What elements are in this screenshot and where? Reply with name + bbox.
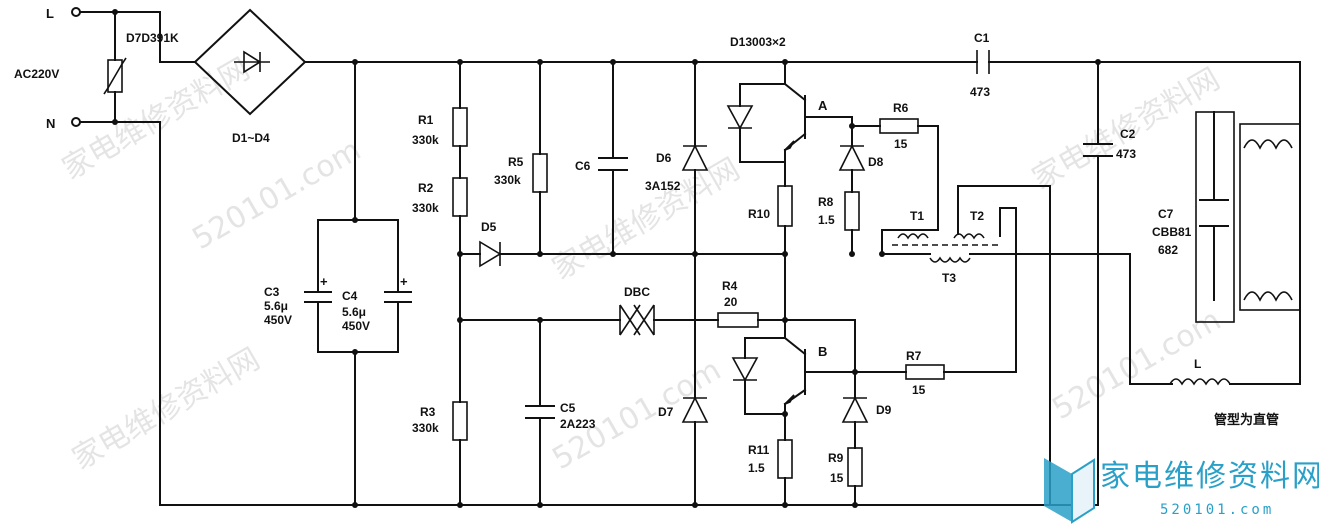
terminal-n [71, 117, 81, 127]
bridge-rectifier: D1~D4 [114, 8, 1099, 506]
d5-name: D5 [481, 220, 497, 234]
terminal-n-label: N [46, 116, 55, 131]
t2-name: T2 [970, 209, 984, 223]
c6-name: C6 [575, 159, 591, 173]
t3-name: T3 [942, 271, 956, 285]
c4-name: C4 [342, 289, 358, 303]
r1-value: 330k [412, 133, 439, 147]
r3-value: 330k [412, 421, 439, 435]
r3-name: R3 [420, 405, 436, 419]
watermark-layer: 家电维修资料网 520101.com 家电维修资料网 家电维修资料网 52010… [57, 52, 1227, 477]
c4-voltage: 450V [342, 319, 370, 333]
r4-name: R4 [722, 279, 738, 293]
transistor-a: D13003×2 A R10 R6 15 D8 R8 1.5 [726, 35, 939, 257]
r11-value: 1.5 [748, 461, 765, 475]
r10-name: R10 [748, 207, 770, 221]
r7-value: 15 [912, 383, 926, 397]
c7-name: C7 [1158, 207, 1174, 221]
terminal-l [71, 7, 81, 17]
c4-value: 5.6μ [342, 305, 366, 319]
r7-name: R7 [906, 349, 922, 363]
bridge-label: D1~D4 [232, 131, 270, 145]
r6-name: R6 [893, 101, 909, 115]
logo-url: 520101.com [1160, 502, 1274, 518]
c3-name: C3 [264, 285, 280, 299]
c2-name: C2 [1120, 127, 1136, 141]
trigger-network: DBC R4 20 C5 2A223 [459, 279, 856, 508]
c3-voltage: 450V [264, 313, 292, 327]
d9-name: D9 [876, 403, 892, 417]
startup-divider: R1 330k R2 330k R3 330k D5 [412, 59, 786, 508]
c1-name: C1 [974, 31, 990, 45]
c5-value: 2A223 [560, 417, 596, 431]
terminal-l-label: L [46, 6, 54, 21]
r8-name: R8 [818, 195, 834, 209]
c7-value: 682 [1158, 243, 1178, 257]
r9-value: 15 [830, 471, 844, 485]
l-name: L [1194, 357, 1201, 371]
r9-name: R9 [828, 451, 844, 465]
c5-name: C5 [560, 401, 576, 415]
transistor-b: B R11 1.5 R7 15 D9 R9 15 [731, 253, 1001, 508]
d7-name: D7 [658, 405, 674, 419]
watermark-url: 520101.com [187, 133, 367, 257]
freewheel-diodes: D6 3A152 D7 [645, 59, 709, 508]
varistor-label: D7D391K [126, 31, 179, 45]
qb-label: B [818, 344, 827, 359]
output-stage: C1 473 C2 473 L C7 CBB81 682 管型为直管 [970, 31, 1301, 506]
plus-icon: + [320, 274, 328, 289]
tube-note: 管型为直管 [1214, 412, 1279, 427]
watermark-text: 家电维修资料网 [57, 52, 256, 187]
site-logo: 家电维修资料网 520101.com [1044, 458, 1319, 524]
plus-icon: + [400, 274, 408, 289]
c2-value: 473 [1116, 147, 1136, 161]
logo-text: 家电维修资料网 [1100, 459, 1319, 494]
t1-name: T1 [910, 209, 924, 223]
d6-value: 3A152 [645, 179, 681, 193]
r6-value: 15 [894, 137, 908, 151]
dbc-name: DBC [624, 285, 650, 299]
r5-c6: R5 330k C6 [494, 59, 628, 257]
supply-label: AC220V [14, 67, 59, 81]
qa-label: A [818, 98, 828, 113]
r1-name: R1 [418, 113, 434, 127]
filter-capacitors: + + C3 5.6μ 450V C4 5.6μ 450V [264, 59, 412, 508]
c7-type: CBB81 [1152, 225, 1192, 239]
c1-value: 473 [970, 85, 990, 99]
ac-input: L N AC220V D7D391K [14, 6, 196, 131]
d8-name: D8 [868, 155, 884, 169]
watermark-text: 家电维修资料网 [67, 342, 266, 477]
r2-name: R2 [418, 181, 434, 195]
c3-value: 5.6μ [264, 299, 288, 313]
r5-name: R5 [508, 155, 524, 169]
r11-name: R11 [748, 443, 770, 457]
r2-value: 330k [412, 201, 439, 215]
r4-value: 20 [724, 295, 738, 309]
r8-value: 1.5 [818, 213, 835, 227]
r5-value: 330k [494, 173, 521, 187]
d6-name: D6 [656, 151, 672, 165]
drive-transformer: T1 T2 T3 [881, 185, 1171, 506]
switch-label: D13003×2 [730, 35, 786, 49]
